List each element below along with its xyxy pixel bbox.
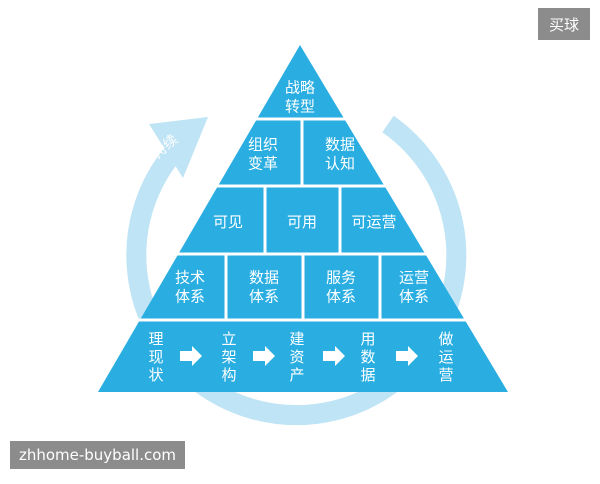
top-right-badge[interactable]: 买球 [538,8,590,40]
tier4-cell-1-line-2: 体系 [175,288,205,306]
tier2-cell-1-line-2: 变革 [248,155,278,173]
base-step-5-line-1: 做 [438,330,453,348]
tier3-cell-2: 可用 [287,213,317,231]
step-arrow-icon-4 [396,346,418,366]
tier4-cell-3-line-2: 体系 [326,288,356,306]
base-step-3-line-3: 产 [289,366,304,384]
step-arrow-icon-2 [253,346,275,366]
pyramid-shape [98,45,508,392]
base-step-3-line-1: 建 [289,330,304,348]
tier2-cell-2-line-1: 数据 [325,136,355,154]
pyramid-labels: 战略转型组织变革数据认知可见可用可运营技术体系数据体系服务体系运营体系理现状立架… [148,79,453,385]
base-step-1-line-3: 状 [148,366,163,384]
tier4-cell-1-line-1: 技术 [175,269,205,287]
pyramid-dividers [133,117,467,322]
base-step-2-line-1: 立 [221,330,236,348]
tier2-cell-1-line-1: 组织 [248,136,278,154]
base-step-1-line-1: 理 [148,330,163,348]
step-arrow-icon-1 [180,346,202,366]
base-step-1-line-2: 现 [148,348,163,366]
tier2-cell-2-line-2: 认知 [325,155,355,173]
base-step-2-line-2: 架 [221,348,236,366]
base-step-5-line-3: 营 [438,366,453,384]
tier1-cell-1-line-2: 转型 [285,98,315,116]
tier3-cell-1: 可见 [213,213,243,231]
base-step-4-line-2: 数 [360,348,375,366]
tier1-cell-1-line-1: 战略 [285,79,315,97]
base-step-2-line-3: 构 [221,366,236,384]
tier4-cell-4-line-2: 体系 [399,288,429,306]
cycle-arrow-band [126,115,467,426]
base-step-3-line-2: 资 [289,348,304,366]
base-step-5-line-2: 运 [438,348,453,366]
base-step-4-line-3: 据 [360,366,375,384]
step-arrow-icon-3 [323,346,345,366]
base-step-4-line-1: 用 [360,330,375,348]
tier3-cell-3: 可运营 [351,213,396,231]
watermark-label: zhhome-buyball.com [10,441,185,469]
cycle-arrow-head [149,117,208,178]
pyramid [98,45,508,392]
tier4-cell-4-line-1: 运营 [399,269,429,287]
tier4-cell-2-line-2: 体系 [249,288,279,306]
tier4-cell-2-line-1: 数据 [249,269,279,287]
tier4-cell-3-line-1: 服务 [326,269,356,287]
